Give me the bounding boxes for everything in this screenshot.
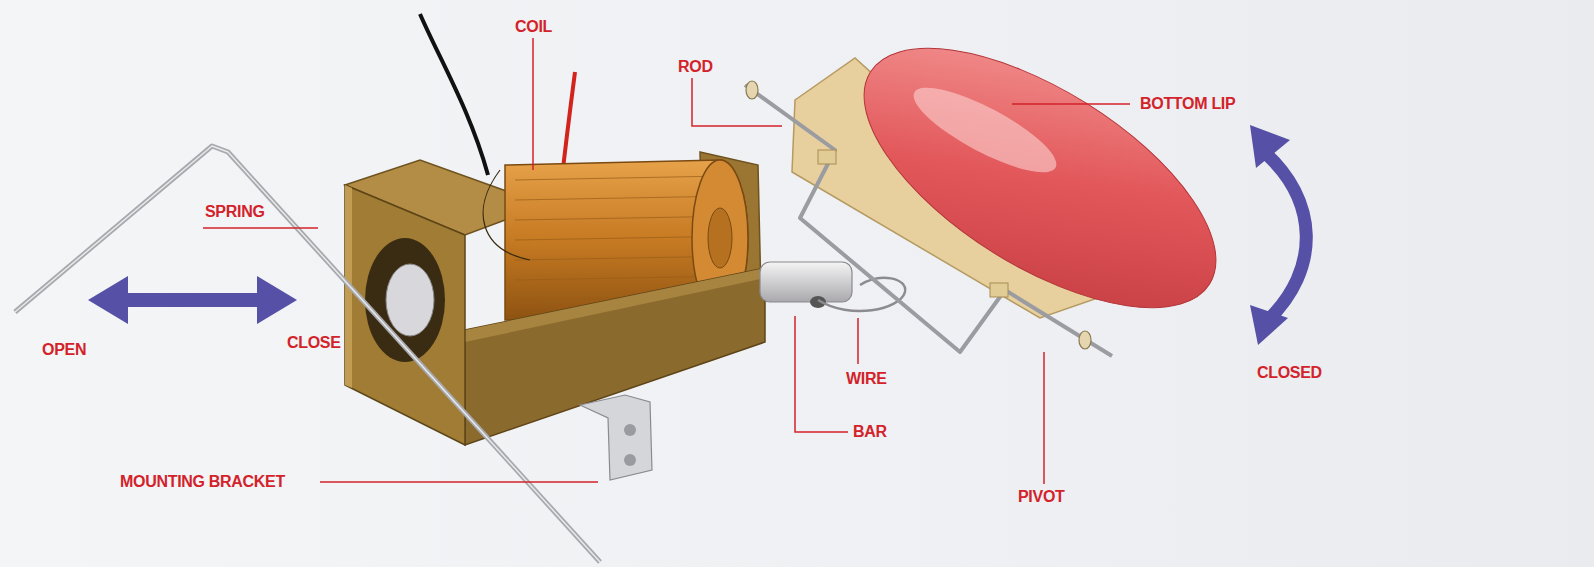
part-label: COIL [515,18,552,36]
part-label: WIRE [846,370,887,388]
part-label: SPRING [205,203,265,221]
part-label: BOTTOM LIP [1140,95,1235,113]
direction-label: CLOSE [287,334,341,352]
part-label: ROD [678,58,713,76]
part-label: MOUNTING BRACKET [120,473,285,491]
part-label: BAR [853,423,887,441]
direction-label: CLOSED [1257,364,1322,382]
part-label: PIVOT [1018,488,1065,506]
direction-label: OPEN [42,341,86,359]
